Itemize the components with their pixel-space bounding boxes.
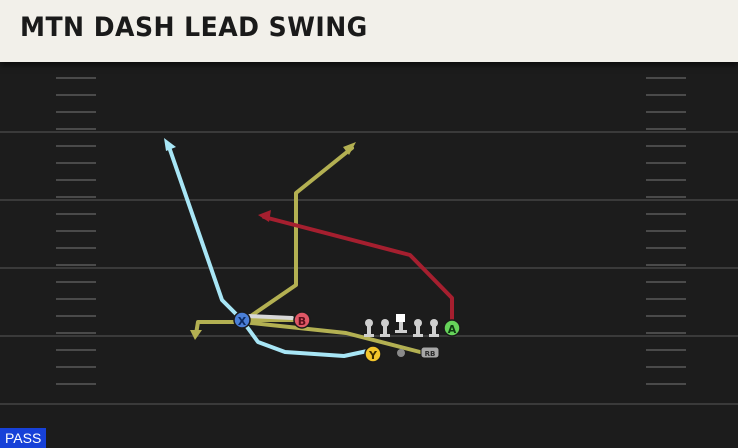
hash-marks [56,77,686,385]
player-b-label: B [298,315,306,328]
player-a[interactable]: A [443,319,461,337]
quarterback-marker [397,349,405,357]
route-b-arrowhead [343,142,356,155]
route-a-arrowhead [258,210,271,222]
play-type-badge: PASS [0,428,47,448]
player-x[interactable]: X [233,311,251,329]
lineman-icon [429,319,439,337]
play-header: MTN DASH LEAD SWING [0,0,738,62]
player-b[interactable]: B [293,311,311,329]
player-x-marker[interactable] [233,311,251,329]
player-rb-marker[interactable] [420,346,440,359]
player-rb[interactable]: RB [420,346,440,359]
play-title: MTN DASH LEAD SWING [20,12,368,43]
route-rb-arrowhead [190,330,202,340]
lineman-icon [413,319,423,337]
yard-lines [0,131,738,405]
player-a-label: A [448,323,457,336]
route-a-drag [262,215,454,325]
offensive-line [364,314,439,337]
player-y[interactable]: Y [364,345,382,363]
route-b-block [246,314,294,320]
player-y-marker[interactable] [364,345,382,363]
route-y-swing [240,318,374,358]
player-b-marker[interactable] [293,311,311,329]
player-x-label: X [238,315,247,328]
player-y-label: Y [368,349,378,362]
center-icon [395,314,407,333]
route-x-arrowhead [164,138,176,151]
route-x-go [166,142,244,322]
player-a-marker[interactable] [443,319,461,337]
route-b-corner [243,146,354,322]
lineman-icon [380,319,390,337]
player-rb-label: RB [425,350,436,358]
lineman-icon [364,319,374,337]
